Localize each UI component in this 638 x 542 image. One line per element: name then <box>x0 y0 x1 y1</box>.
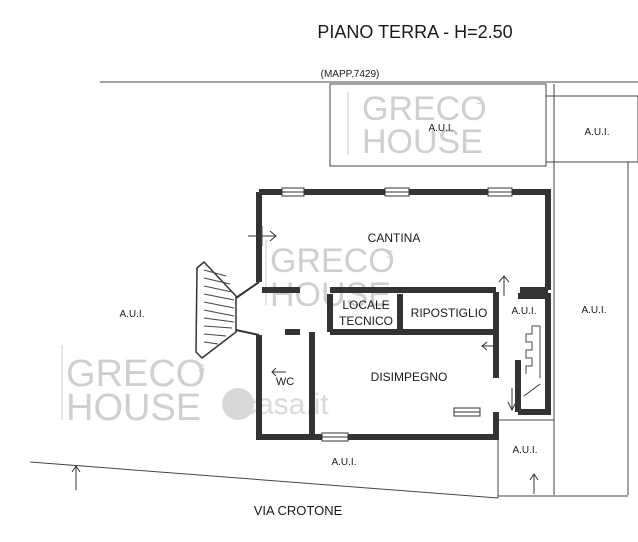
mapp-label: (MAPP.7429) <box>321 69 380 80</box>
aui-label-bottom-right: A.U.I. <box>512 445 537 456</box>
street-label: VIA CROTONE <box>254 503 343 518</box>
windows <box>281 187 513 442</box>
room-label-wc: WC <box>276 376 294 388</box>
internal-staircase <box>525 325 541 378</box>
aui-label-top: A.U.I. <box>428 123 453 134</box>
room-label-locale-tecnico-2: TECNICO <box>339 314 393 328</box>
watermark-logo-top: GRECO HOUSE s <box>347 90 487 161</box>
entry-arrows <box>71 226 541 494</box>
watermark-brand-line2: HOUSE <box>66 387 201 429</box>
room-label-locale-tecnico-1: LOCALE <box>342 298 389 312</box>
aui-label-stair: A.U.I. <box>511 306 536 317</box>
aui-label-top-right: A.U.I. <box>584 127 609 138</box>
watermark-brand-line1: GRECO <box>362 90 487 128</box>
watermark-brand-line1: GRECO <box>270 242 395 280</box>
watermark-brand-line2: HOUSE <box>362 123 483 161</box>
room-label-ripostiglio: RIPOSTIGLIO <box>411 306 488 320</box>
external-staircase <box>195 260 260 359</box>
property-boundaries <box>29 81 638 499</box>
room-label-disimpegno: DISIMPEGNO <box>371 370 448 384</box>
watermark-brand-sup: s <box>386 245 393 261</box>
aui-label-left: A.U.I. <box>119 309 144 320</box>
aui-label-right: A.U.I. <box>581 305 606 316</box>
building-walls <box>256 189 551 440</box>
watermark-brand-line1: GRECO <box>66 353 205 395</box>
room-label-cantina: CANTINA <box>368 231 421 245</box>
watermark-site-text: casa.it <box>242 388 329 421</box>
watermark-brand-sup: s <box>198 359 205 375</box>
watermark-brand-sup: s <box>476 91 483 107</box>
aui-label-bottom: A.U.I. <box>331 457 356 468</box>
plan-title: PIANO TERRA - H=2.50 <box>317 22 512 42</box>
watermark-logo-left: GRECO HOUSE s <box>61 345 205 429</box>
